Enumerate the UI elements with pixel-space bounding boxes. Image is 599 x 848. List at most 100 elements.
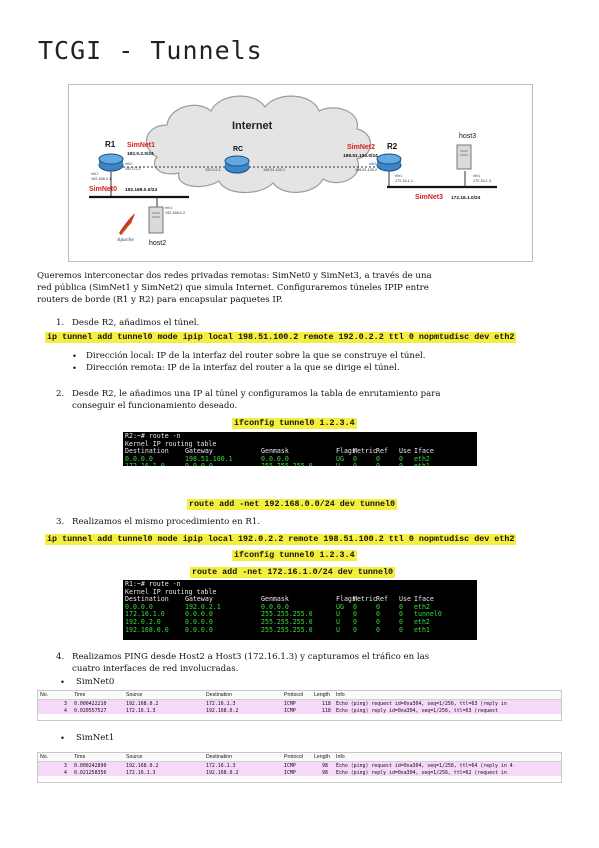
capture-column-header[interactable]: Protocol <box>284 692 304 698</box>
capture-cell: 0.000422210 <box>74 701 107 707</box>
terminal-cell: 0 <box>399 602 403 611</box>
terminal-column-label: Gateway <box>185 447 213 456</box>
r2-eth1-label: eth1 <box>395 174 402 178</box>
r2-eth2-ip: 198.51.100.2 <box>355 168 377 172</box>
step3-route-command: route add -net 172.16.1.0/24 dev tunnel0 <box>190 567 396 578</box>
capture-column-header[interactable]: No. <box>40 692 49 698</box>
step2-ifconfig-command: ifconfig tunnel0 1.2.3.4 <box>232 418 357 429</box>
capture-column-header[interactable]: Protocol <box>284 754 304 760</box>
capture-cell: 4 <box>64 708 67 714</box>
capture-column-header[interactable]: Info <box>336 754 345 760</box>
step1-bullet-remote: Dirección remota: IP de la interfaz del … <box>86 363 400 373</box>
step4-line: cuatro interfaces de red involucradas. <box>72 664 239 674</box>
capture-cell: 192.168.0.2 <box>126 701 159 707</box>
r1-label: R1 <box>105 140 116 149</box>
simnet2-net: 198.51.100.0/24 <box>343 153 378 159</box>
capture-cell: 118 <box>322 701 331 707</box>
r2-label: R2 <box>387 142 398 151</box>
capture-column-header[interactable]: Info <box>336 692 345 698</box>
terminal-cell: 255.255.255.0 <box>261 618 313 626</box>
terminal-cell: eth1 <box>414 463 430 466</box>
bullet-icon: • <box>72 351 77 361</box>
terminal-cell: 198.51.100.1 <box>185 454 233 463</box>
network-diagram: Internet <box>68 84 533 262</box>
capture-cell: 98 <box>322 763 328 769</box>
capture-cell: ICMP <box>284 701 296 707</box>
capture-column-header[interactable]: Destination <box>206 754 232 760</box>
packet-capture-simnet1: No. Time Source Destination Protocol Length In… <box>37 752 562 783</box>
capture-column-header[interactable]: Destination <box>206 692 232 698</box>
r2-eth2-label: eth2 <box>369 162 376 166</box>
capture-simnet1-label: SimNet1 <box>76 733 115 743</box>
step1-bullet-local: Dirección local: IP de la interfaz del r… <box>86 351 426 361</box>
capture-cell: 0.000242890 <box>74 763 107 769</box>
terminal-prompt: R2:~# route -n <box>125 432 181 440</box>
step3-tunnel-command: ip tunnel add tunnel0 mode ipip local 19… <box>45 534 517 545</box>
capture-column-header[interactable]: Time <box>74 692 86 698</box>
terminal-cell: 0 <box>399 454 403 463</box>
rc-right-ip: 198.51.100.1 <box>263 168 285 172</box>
terminal-cell: 192.168.0.0 <box>125 625 169 634</box>
terminal-cell: 0 <box>376 618 380 626</box>
terminal-cell: 255.255.255.0 <box>261 463 313 466</box>
terminal-cell: tunnel0 <box>414 610 442 619</box>
terminal-cell: 0.0.0.0 <box>185 618 213 626</box>
capture-cell: ICMP <box>284 763 296 769</box>
terminal-column-label: Use <box>399 595 411 604</box>
terminal-cell: 0 <box>353 454 357 463</box>
capture-column-header[interactable]: Length <box>314 692 330 698</box>
rc-label: RC <box>233 146 243 153</box>
step1-text: Desde R2, añadimos el túnel. <box>72 318 200 328</box>
capture-cell: ICMP <box>284 708 296 714</box>
r1-eth1-label: eth1 <box>91 172 98 176</box>
router-rc-icon <box>224 155 250 174</box>
step2-route-command: route add -net 192.168.0.0/24 dev tunnel… <box>187 499 398 510</box>
router-r2-icon <box>376 153 402 172</box>
capture-column-header[interactable]: No. <box>40 754 49 760</box>
capture-cell: Echo (ping) request id=0xa304, seq=1/256… <box>336 763 513 769</box>
bullet-icon: • <box>72 363 77 373</box>
step2-line: Desde R2, le añadimos una IP al túnel y … <box>72 389 441 399</box>
capture-column-header[interactable]: Length <box>314 754 330 760</box>
terminal-cell: 0 <box>376 463 380 466</box>
capture-cell: 0.021258356 <box>74 770 107 776</box>
simnet3-label: SimNet3 <box>415 194 443 201</box>
router-r1-icon <box>98 153 124 172</box>
simnet3-net: 172.16.1.0/24 <box>451 195 481 201</box>
terminal-cell: U <box>336 610 340 619</box>
terminal-column-label: Genmask <box>261 447 289 456</box>
terminal-cell: 0 <box>376 610 380 619</box>
step3-number: 3. <box>56 517 65 527</box>
host2-label: host2 <box>149 240 166 247</box>
terminal-cell: U <box>336 625 340 634</box>
capture-cell: 172.16.1.3 <box>206 763 236 769</box>
r2-eth1-ip: 172.16.1.1 <box>395 179 413 183</box>
terminal-column-label: Ref <box>376 595 388 604</box>
terminal-cell: eth2 <box>414 602 430 611</box>
simnet1-label: SimNet1 <box>127 142 155 149</box>
terminal-cell: 255.255.255.0 <box>261 610 313 619</box>
step2-number: 2. <box>56 389 65 399</box>
capture-column-header[interactable]: Source <box>126 754 143 760</box>
capture-cell: 172.16.1.3 <box>126 708 156 714</box>
terminal-cell: 0.0.0.0 <box>185 610 213 619</box>
terminal-column-label: Flags <box>336 595 356 604</box>
terminal-column-label: Ref <box>376 447 388 456</box>
capture-column-header[interactable]: Source <box>126 692 143 698</box>
terminal-cell: 0 <box>399 618 403 626</box>
step4-text: Realizamos PING desde Host2 a Host3 (172… <box>72 651 566 675</box>
r1-eth2-ip: 192.0.2.2 <box>125 167 141 171</box>
terminal-cell: 0 <box>399 610 403 619</box>
terminal-cell: 0 <box>376 454 380 463</box>
apache-label: Apache <box>116 237 134 243</box>
simnet0-net: 192.168.0.0/24 <box>125 187 157 193</box>
capture-column-header[interactable]: Time <box>74 754 86 760</box>
terminal-cell: 0 <box>376 602 380 611</box>
